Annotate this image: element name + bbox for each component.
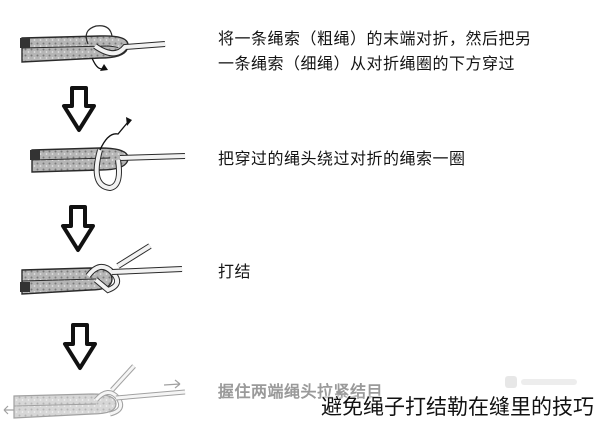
step1-line1: 将一条绳索（粗绳）的末端对折，然后把另	[218, 29, 532, 48]
down-arrow-3	[63, 323, 97, 370]
thick-rope-folded	[20, 35, 129, 63]
step2-instruction: 把穿过的绳头绕过对折的绳索一圈	[218, 149, 466, 168]
down-arrow-1	[62, 86, 96, 132]
thin-rope	[85, 25, 166, 57]
rope-end-cap	[20, 38, 30, 48]
step3-illustration	[20, 243, 183, 295]
down-arrow-2	[61, 205, 95, 252]
step4-instruction: 握住两端绳头拉紧结目	[218, 382, 384, 401]
step1-instruction: 将一条绳索（粗绳）的末端对折，然后把另 一条绳索（细绳）从对折绳圈的下方穿过	[218, 26, 532, 76]
step1-line2: 一条绳索（细绳）从对折绳圈的下方穿过	[218, 54, 516, 73]
overlay-caption: 避免绳子打结勒在缝里的技巧	[321, 395, 594, 419]
step3-instruction: 打结	[218, 262, 252, 281]
step1-illustration	[20, 25, 166, 71]
watermark-logo	[505, 376, 577, 388]
step4-illustration	[3, 364, 186, 419]
step2-illustration	[30, 117, 186, 192]
